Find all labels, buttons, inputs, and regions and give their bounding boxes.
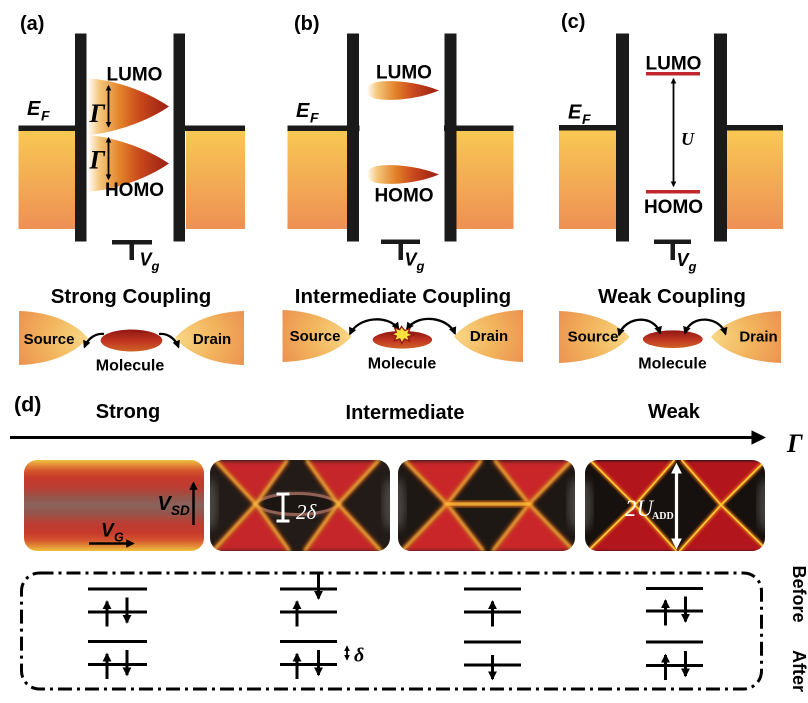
svg-text:E: E	[27, 98, 41, 120]
svg-text:Γ: Γ	[89, 146, 106, 175]
svg-text:g: g	[688, 259, 697, 274]
svg-text:(b): (b)	[294, 13, 320, 35]
svg-text:LUMO: LUMO	[646, 54, 702, 75]
svg-text:Strong: Strong	[96, 401, 160, 423]
svg-text:Before: Before	[789, 565, 808, 622]
svg-text:2δ: 2δ	[296, 500, 318, 524]
svg-text:(d): (d)	[14, 393, 41, 417]
svg-text:HOMO: HOMO	[374, 186, 433, 207]
svg-text:Γ: Γ	[786, 429, 803, 458]
svg-text:U: U	[681, 129, 695, 149]
svg-text:ADD: ADD	[652, 511, 674, 522]
svg-text:F: F	[41, 108, 50, 124]
svg-text:V: V	[158, 493, 173, 515]
svg-text:Molecule: Molecule	[368, 356, 437, 373]
svg-text:LUMO: LUMO	[107, 65, 163, 86]
svg-text:2U: 2U	[625, 496, 655, 521]
svg-text:HOMO: HOMO	[644, 197, 703, 218]
svg-text:SD: SD	[171, 503, 190, 518]
svg-text:Γ: Γ	[89, 99, 106, 128]
svg-text:(c): (c)	[561, 11, 585, 33]
svg-text:F: F	[582, 111, 591, 127]
svg-text:Molecule: Molecule	[96, 358, 165, 375]
svg-text:Source: Source	[290, 328, 341, 345]
svg-text:V: V	[677, 250, 691, 270]
svg-text:Source: Source	[24, 331, 75, 348]
svg-text:Drain: Drain	[470, 328, 508, 345]
svg-text:E: E	[296, 100, 310, 122]
svg-text:G: G	[114, 531, 124, 545]
svg-text:Drain: Drain	[193, 331, 231, 348]
svg-text:V: V	[101, 521, 115, 542]
svg-text:g: g	[151, 259, 160, 274]
svg-text:V: V	[405, 250, 419, 270]
svg-text:Molecule: Molecule	[638, 356, 707, 373]
svg-text:Weak Coupling: Weak Coupling	[598, 285, 746, 308]
svg-text:Intermediate Coupling: Intermediate Coupling	[295, 285, 511, 308]
svg-text:δ: δ	[354, 645, 364, 667]
svg-text:Strong Coupling: Strong Coupling	[51, 285, 212, 308]
svg-text:Source: Source	[568, 329, 619, 346]
svg-text:After: After	[789, 650, 808, 692]
svg-text:Weak: Weak	[648, 401, 701, 423]
svg-text:Drain: Drain	[739, 329, 777, 346]
svg-text:V: V	[140, 250, 154, 270]
svg-text:Intermediate: Intermediate	[346, 402, 465, 424]
svg-text:(a): (a)	[20, 13, 44, 35]
svg-text:E: E	[568, 102, 582, 124]
svg-text:g: g	[416, 259, 425, 274]
svg-text:HOMO: HOMO	[105, 180, 164, 201]
svg-text:F: F	[310, 110, 319, 126]
svg-text:LUMO: LUMO	[376, 63, 432, 84]
